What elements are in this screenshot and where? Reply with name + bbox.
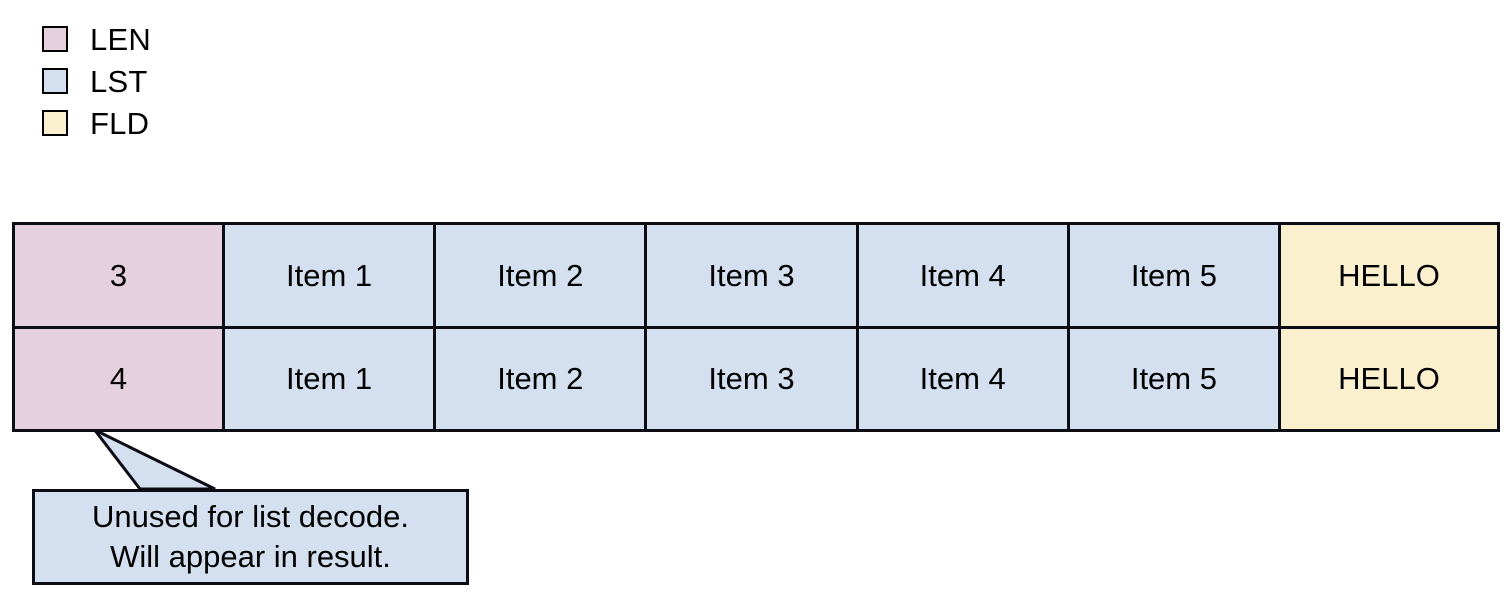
cell-list-row1-item2: Item 2 bbox=[436, 225, 648, 326]
legend-label-len: LEN bbox=[90, 21, 151, 57]
callout-box: Unused for list decode. Will appear in r… bbox=[32, 489, 469, 585]
legend-swatch-lst-icon bbox=[42, 68, 68, 94]
callout-line-1: Unused for list decode. bbox=[91, 499, 410, 534]
table-row: 4 Item 1 Item 2 Item 3 Item 4 Item 5 HEL… bbox=[15, 328, 1498, 429]
cell-list-row1-item1: Item 1 bbox=[225, 225, 437, 326]
cell-fld-row1: HELLO bbox=[1281, 225, 1498, 326]
legend-swatch-fld-icon bbox=[42, 110, 68, 136]
cell-list-row1-item4: Item 4 bbox=[858, 225, 1070, 326]
cell-list-row1-item5: Item 5 bbox=[1069, 225, 1282, 326]
legend-swatch-len-icon bbox=[42, 26, 68, 52]
cell-len-row2: 4 bbox=[15, 328, 225, 429]
cell-list-row2-item1: Item 1 bbox=[225, 328, 437, 429]
cell-list-row2-item4: Item 4 bbox=[858, 328, 1070, 429]
cell-list-row1-item3: Item 3 bbox=[647, 225, 859, 326]
legend-item-len: LEN bbox=[42, 18, 442, 60]
callout-line-2: Will appear in result. bbox=[110, 539, 391, 574]
cell-fld-row2: HELLO bbox=[1281, 328, 1498, 429]
callout-tail-shape bbox=[93, 431, 216, 491]
cell-list-row2-item5: Item 5 bbox=[1069, 328, 1282, 429]
cell-list-row2-item3: Item 3 bbox=[647, 328, 859, 429]
record-table: 3 Item 1 Item 2 Item 3 Item 4 Item 5 HEL… bbox=[12, 222, 1500, 432]
table-row: 3 Item 1 Item 2 Item 3 Item 4 Item 5 HEL… bbox=[15, 225, 1498, 329]
legend-label-lst: LST bbox=[90, 63, 148, 99]
legend-item-lst: LST bbox=[42, 60, 442, 102]
cell-list-row2-item2: Item 2 bbox=[436, 328, 648, 429]
legend: LEN LST FLD bbox=[42, 18, 442, 144]
legend-label-fld: FLD bbox=[90, 105, 150, 141]
legend-item-fld: FLD bbox=[42, 102, 442, 144]
cell-len-row1: 3 bbox=[15, 225, 225, 326]
